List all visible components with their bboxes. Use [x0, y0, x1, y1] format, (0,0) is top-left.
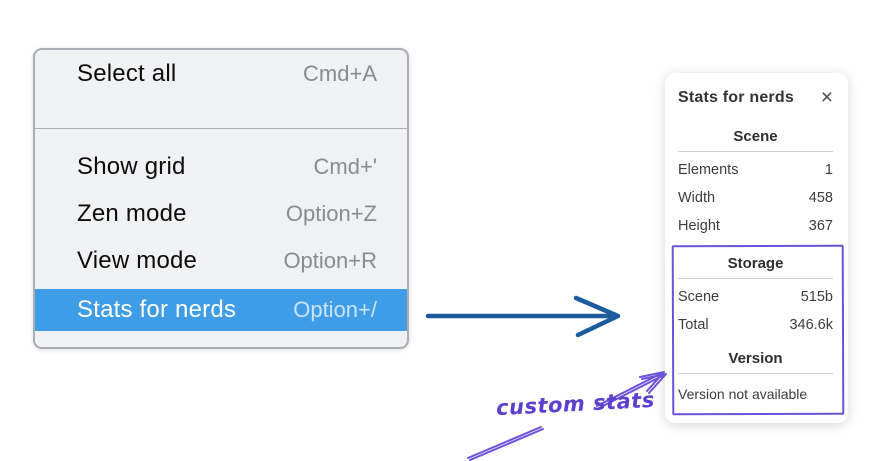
stat-label: Scene [678, 289, 720, 305]
menu-item-stats-for-nerds[interactable]: Stats for nerds Option+/ [35, 289, 407, 331]
stat-value: 515b [800, 289, 833, 305]
stat-row-height: Height 367 [678, 212, 833, 240]
menu-group-top: Select all Cmd+A [35, 50, 407, 129]
section-divider [678, 373, 833, 374]
stat-label: Height [678, 218, 720, 234]
menu-item-label: Show grid [77, 152, 186, 180]
menu-item-label: Zen mode [77, 199, 187, 227]
stat-row-scene-storage: Scene 515b [678, 283, 833, 311]
section-header: Scene [733, 128, 778, 145]
stat-row-elements: Elements 1 [678, 156, 833, 184]
stat-value: 346.6k [789, 317, 833, 333]
menu-item-show-grid[interactable]: Show grid Cmd+' [35, 143, 407, 190]
section-header: Version [728, 350, 783, 367]
menu-item-select-all[interactable]: Select all Cmd+A [35, 50, 407, 97]
section-scene: Scene Elements 1 Width 458 Height 367 [678, 127, 833, 240]
menu-item-label: Stats for nerds [77, 296, 237, 323]
stat-row-width: Width 458 [678, 184, 833, 212]
section-storage: Storage Scene 515b Total 346.6k [678, 254, 833, 339]
context-menu: Select all Cmd+A Show grid Cmd+' Zen mod… [33, 48, 409, 349]
stat-label: Elements [678, 162, 739, 178]
menu-item-shortcut: Option+/ [293, 297, 377, 322]
annotation-arrow-icon [467, 371, 667, 461]
section-header: Storage [727, 255, 784, 272]
stat-value: 367 [808, 218, 833, 234]
menu-item-view-mode[interactable]: View mode Option+R [35, 237, 407, 284]
stats-panel-title: Stats for nerds [678, 89, 794, 106]
menu-item-shortcut: Cmd+' [313, 153, 378, 179]
menu-group-bottom: Show grid Cmd+' Zen mode Option+Z View m… [35, 129, 407, 331]
section-version: Version Version not available [678, 349, 833, 402]
menu-item-label: Select all [77, 59, 177, 87]
stats-panel: Stats for nerds × Scene Elements 1 Width… [665, 73, 848, 423]
stat-value: 1 [824, 162, 833, 178]
stats-panel-header: Stats for nerds × [678, 85, 833, 111]
menu-item-shortcut: Option+Z [285, 200, 377, 226]
section-divider [678, 278, 833, 279]
section-divider [678, 151, 833, 152]
stat-row-total-storage: Total 346.6k [678, 311, 833, 339]
menu-item-zen-mode[interactable]: Zen mode Option+Z [35, 190, 407, 237]
version-note: Version not available [678, 386, 808, 402]
stat-label: Total [678, 317, 709, 333]
stat-label: Width [678, 190, 716, 206]
flow-arrow-icon [425, 295, 621, 338]
menu-item-label: View mode [77, 246, 198, 274]
close-icon[interactable]: × [820, 86, 833, 109]
menu-item-shortcut: Cmd+A [303, 60, 377, 86]
menu-item-shortcut: Option+R [283, 247, 377, 273]
stat-value: 458 [808, 190, 833, 206]
